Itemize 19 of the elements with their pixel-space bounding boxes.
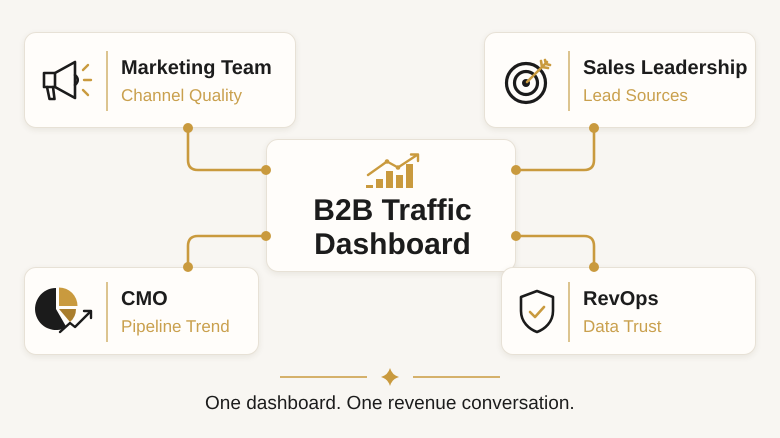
card-title: CMO bbox=[121, 287, 168, 312]
card-title: Sales Leadership bbox=[583, 56, 748, 81]
connector-line bbox=[183, 123, 271, 175]
card-subtitle: Lead Sources bbox=[583, 85, 688, 106]
hub-card bbox=[266, 139, 516, 272]
connector-line bbox=[511, 123, 599, 175]
card bbox=[484, 32, 756, 128]
card-subtitle: Data Trust bbox=[583, 316, 662, 337]
card-subtitle: Pipeline Trend bbox=[121, 316, 230, 337]
connector-line bbox=[183, 231, 271, 272]
card-title: RevOps bbox=[583, 287, 659, 312]
card bbox=[24, 267, 259, 355]
card bbox=[501, 267, 756, 355]
card-subtitle: Channel Quality bbox=[121, 85, 242, 106]
card-title: Marketing Team bbox=[121, 56, 272, 81]
card bbox=[24, 32, 296, 128]
connector-line bbox=[511, 231, 599, 272]
hub-title: B2B Traffic Dashboard bbox=[312, 194, 473, 262]
caption-text: One dashboard. One revenue conversation. bbox=[205, 393, 575, 415]
